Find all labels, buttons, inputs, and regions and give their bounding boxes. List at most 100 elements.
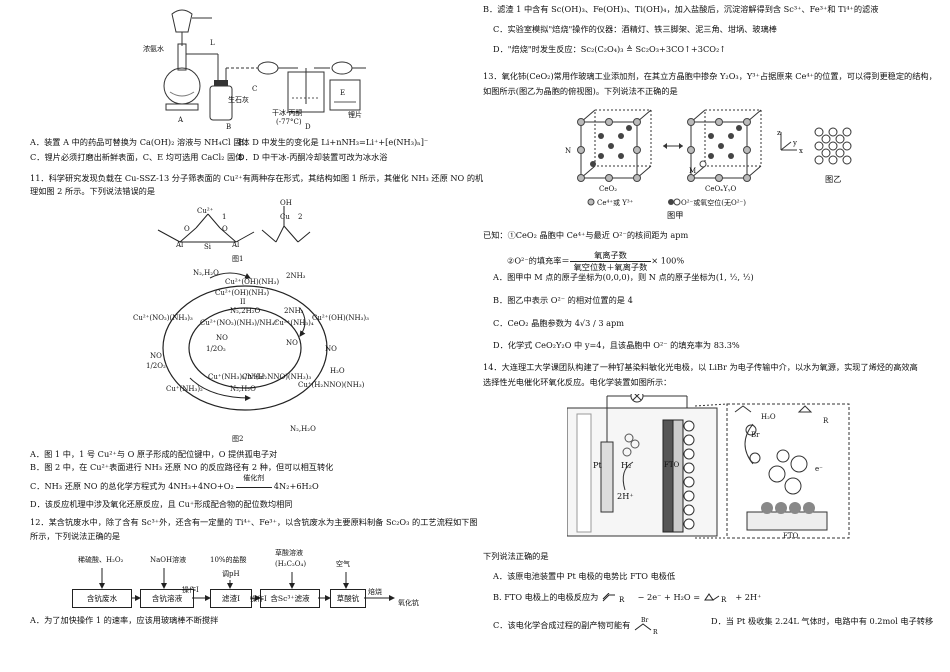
q13-stem-line2: 如图所示(图乙为晶胞的俯视图)。下列说法不正确的是 (483, 86, 678, 96)
label-B: B (226, 123, 232, 131)
q11-option-d: D．该反应机理中涉及氧化还原反应，且 Cu⁺形成配合物的配位数均相同 (30, 499, 293, 509)
cycle-l5: II (240, 298, 246, 306)
cycle-l12: NO (216, 334, 228, 342)
fig1-al2-label: Al (232, 241, 240, 249)
label-conc-ammonia: 浓氨水 (143, 45, 164, 53)
q13-fig-b-caption: 图乙 (825, 174, 842, 184)
q12-stem-line1: 12．某含钪废水中，除了含有 Sc³⁺外，还含有一定量的 Ti⁴⁺、Fe³⁺，以… (30, 517, 478, 527)
q12-option-a: A．为了加快操作 1 的速率，应该用玻璃棒不断搅拌 (30, 615, 219, 625)
q12-option-b: B．滤渣 1 中含有 Sc(OH)₃、Fe(OH)₃、Ti(OH)₄，加入盐酸后… (483, 4, 879, 14)
label-soda-lime: 生石灰 (228, 96, 249, 104)
alkene-r-label: R (619, 596, 625, 603)
q14-label-fto2: FTO (783, 532, 799, 540)
fig1-cu2-label: Cu (280, 213, 290, 221)
q14-stem-line2: 选择性光电催化环氧化反应。电化学装置如图所示： (483, 377, 672, 387)
cycle-l10: Cu²⁺(NH₃)₄ (274, 319, 314, 327)
cycle-l11: Cu²⁺(OH)(NH₃)₃ (312, 314, 369, 322)
cycle-l21: Cu⁺(H₂NNO)(NH₃)₃ (242, 373, 312, 381)
q11-option-c: C．NH₃ 还原 NO 的总化学方程式为 4NH₃+4NO+O₂ 催化剂 4N₂… (30, 474, 319, 491)
q13-option-d: D．化学式 CeO₂Y₂O 中 y=4，且该晶胞中 O²⁻ 的填充率为 83.3… (493, 340, 740, 350)
fig2-caption: 图2 (232, 435, 244, 443)
fig1-al-label: Al (176, 241, 184, 249)
q14-label-br: Br (751, 431, 760, 439)
cycle-l20: Cu⁺(NH₃)₂/NH₄⁺ (208, 373, 266, 381)
q12-stem-line2: 所示，下列说法正确的是 (30, 531, 121, 541)
q14-option-d: D．当 Pt 极收集 2.24L 气体时，电路中有 0.2mol 电子转移 (711, 616, 934, 626)
flow-box-wastewater: 含钪废水 (72, 589, 132, 608)
q13-known-2: ②O²⁻的填充率＝ 氧离子数 氧空位数＋氧离子数 × 100% (507, 250, 685, 272)
label-temp: (-77°C) (276, 118, 302, 126)
cycle-l13: 1/2O₂ (206, 345, 226, 353)
q14-stem-line1: 14．大连理工大学课团队构建了一种钌基染料敏化光电极，以 LiBr 为电子传输中… (483, 362, 918, 372)
cycle-l14: NO (150, 352, 162, 360)
flow-box-solution: 含钪溶液 (140, 589, 194, 608)
q10-apparatus-figure (163, 9, 366, 121)
label-L: L (210, 39, 215, 47)
q13-legend-1: Ce⁴⁺或 Y³⁺ (597, 199, 634, 207)
flow-reagent-1: 稀硫酸、H₂O₂ (78, 556, 124, 564)
flow-op-1: 操作I (182, 586, 199, 594)
q12-option-c: C．实验室模拟"焙烧"操作的仪器：酒精灯、铁三脚架、泥三角、坩埚、玻璃棒 (493, 24, 777, 34)
q13-known-1: 已知：①CeO₂ 晶胞中 Ce⁴⁺与最近 O²⁻的核间距为 apm (483, 230, 689, 240)
cycle-l4: Cu²⁺(OH)(NH₃) (215, 289, 270, 297)
dibromide-r-label: R (653, 629, 658, 636)
fig1-cu-label: Cu²⁺ (197, 207, 214, 215)
q11-figure-1 (157, 206, 311, 243)
q11-figure-2-cycle (162, 272, 328, 411)
label-D: D (305, 123, 311, 131)
cycle-l3: 2NH₃ (286, 272, 306, 280)
cycle-l23: N₂,H₂O (230, 385, 256, 393)
fig1-num2: 2 (298, 213, 303, 221)
flow-box-residue: 滤渣I (210, 589, 252, 608)
dibromide-br-label: Br (641, 617, 648, 624)
q10-option-c: C．锂片必须打磨出新鲜表面，C、E 均可选用 CaCl₂ 固体 (30, 152, 244, 162)
q13-crystal-figure (577, 109, 852, 206)
q13-axis-z: z (777, 129, 781, 137)
flow-reagent-2: NaOH溶液 (150, 556, 187, 564)
q13-label-ceoy: CeOₓYᵧO (705, 185, 737, 193)
flow-reagent-4a: 草酸溶液 (275, 549, 303, 557)
cycle-l17: NO (325, 345, 337, 353)
fig1-o-label: O (184, 225, 190, 233)
q13-option-c: C．CeO₂ 晶胞参数为 4√3 / 3 apm (493, 318, 625, 328)
label-A: A (178, 116, 184, 124)
flow-reagent-4b: (H₂C₂O₄) (275, 560, 307, 568)
dibromide-structure: BrR (634, 617, 658, 636)
q14-label-h2o: H₂O (761, 413, 776, 421)
q13-label-m: M (689, 167, 697, 175)
q10-option-a: A．装置 A 中的药品可替换为 Ca(OH)₂ 溶液与 NH₄Cl 固体 (30, 137, 250, 147)
cycle-l15: 1/2O₂ (146, 362, 166, 370)
catalyst-label: 催化剂 (243, 474, 265, 482)
right-column: B．滤渣 1 中含有 Sc(OH)₃、Fe(OH)₃、Ti(OH)₄，加入盐酸后… (475, 0, 950, 672)
label-li-foil: 锂片 (348, 111, 362, 119)
q13-stem-line1: 13．氧化铈(CeO₂)常用作玻璃工业添加剂，在其立方晶胞中掺杂 Y₂O₃，Y³… (483, 71, 937, 81)
cycle-l19: Cu⁺(NH₃)₂ (166, 385, 203, 393)
left-column: 浓氨水 L A 生石灰 B C 干冰-丙酮 (-77°C) D E 锂片 A．装… (30, 9, 483, 625)
cycle-l24: N₂,H₂O (290, 425, 316, 433)
q12-option-d: D．"焙烧"时发生反应：Sc₂(C₂O₄)₃ ≜ Sc₂O₃+3CO↑+3CO₂… (493, 44, 727, 54)
q14-label-2h: 2H⁺ (617, 491, 634, 501)
q13-axis-y: y (793, 139, 797, 147)
alkene-structure: R (602, 592, 625, 604)
cycle-l22: Cu⁺(H₂NNO)(NH₃) (298, 381, 365, 389)
q14-label-pt: Pt (593, 460, 602, 470)
q14-label-r: R (823, 417, 829, 425)
q11-stem-line1: 11．科学研究发现负载在 Cu-SSZ-13 分子筛表面的 Cu²⁺有两种存在形… (30, 173, 484, 183)
cycle-l9: Cu²⁺(NO₂)(NH₃)/NH₄⁺ (200, 319, 279, 327)
flow-reagent-5: 空气 (336, 560, 350, 568)
fig1-oh-label: OH (280, 199, 292, 207)
flow-product: 氧化钪 (398, 599, 419, 607)
q13-label-ceo2: CeO₂ (599, 185, 618, 193)
cycle-l1: N₂,H₂O (193, 269, 219, 277)
flow-op-2: 操作I (250, 595, 267, 603)
q13-option-b: B．图乙中表示 O²⁻ 的相对位置的是 4 (493, 295, 633, 305)
epoxide-r-label: R (721, 596, 727, 604)
fig1-o2-label: O (222, 225, 228, 233)
q13-fig-a-caption: 图甲 (667, 210, 684, 220)
q13-label-n: N (565, 147, 572, 155)
label-E: E (340, 89, 346, 97)
q14-label-electron: e⁻ (815, 465, 823, 473)
label-dry-ice: 干冰-丙酮 (272, 109, 303, 117)
cycle-l8: Cu²⁺(NO₂)(NH₃)₃ (133, 314, 193, 322)
flow-reagent-3b: 调pH (222, 570, 240, 578)
